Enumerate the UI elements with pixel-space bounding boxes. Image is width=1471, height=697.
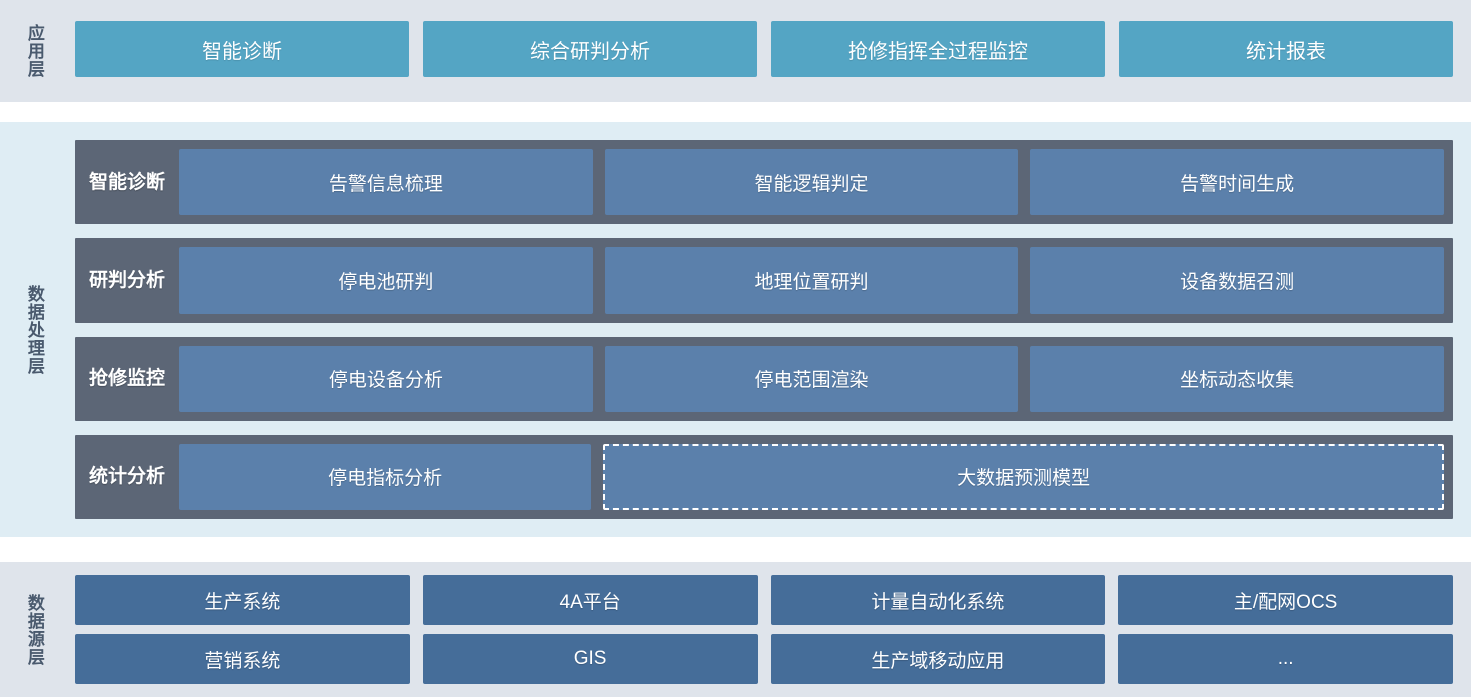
data-source-layer-section: 数据源层 生产系统 4A平台 计量自动化系统 主/配网OCS 营销系统 GIS …	[0, 562, 1471, 697]
processing-row-judgment-analysis: 研判分析 停电池研判 地理位置研判 设备数据召测	[75, 238, 1453, 323]
processing-row-cells: 停电池研判 地理位置研判 设备数据召测	[179, 247, 1445, 314]
source-cell-production-system[interactable]: 生产系统	[75, 575, 410, 625]
source-cell-4a-platform[interactable]: 4A平台	[422, 575, 758, 625]
source-cell-production-mobile-app[interactable]: 生产域移动应用	[770, 634, 1106, 684]
app-box-repair-command-monitoring[interactable]: 抢修指挥全过程监控	[771, 21, 1105, 77]
source-row-top: 生产系统 4A平台 计量自动化系统 主/配网OCS	[75, 575, 1453, 625]
processing-cell-device-data-polling[interactable]: 设备数据召测	[1030, 247, 1445, 314]
processing-cell-alarm-info-sorting[interactable]: 告警信息梳理	[179, 149, 593, 216]
source-cell-metering-automation-system[interactable]: 计量自动化系统	[770, 575, 1106, 625]
data-processing-layer-body: 智能诊断 告警信息梳理 智能逻辑判定 告警时间生成 研判分析 停电池研判 地理位…	[68, 122, 1471, 537]
processing-cell-alarm-time-generation[interactable]: 告警时间生成	[1030, 149, 1445, 216]
source-cell-gis[interactable]: GIS	[422, 634, 758, 684]
processing-row-label: 研判分析	[88, 269, 165, 291]
processing-row-label: 统计分析	[88, 466, 165, 488]
source-cell-marketing-system[interactable]: 营销系统	[75, 634, 410, 684]
processing-cell-geographic-location-judgment[interactable]: 地理位置研判	[604, 247, 1019, 314]
app-box-statistical-report[interactable]: 统计报表	[1119, 21, 1453, 77]
source-cell-main-distribution-ocs[interactable]: 主/配网OCS	[1118, 575, 1453, 625]
data-processing-layer-label: 数据处理层	[24, 284, 44, 375]
processing-cell-outage-pool-judgment[interactable]: 停电池研判	[179, 247, 593, 314]
processing-cell-bigdata-prediction-model[interactable]: 大数据预测模型	[603, 443, 1444, 510]
processing-cell-outage-index-analysis[interactable]: 停电指标分析	[179, 443, 592, 510]
processing-cell-outage-device-analysis[interactable]: 停电设备分析	[179, 345, 593, 412]
data-processing-layer-section: 数据处理层 智能诊断 告警信息梳理 智能逻辑判定 告警时间生成 研判分析 停电池…	[0, 122, 1471, 537]
application-layer-section: 应用层 智能诊断 综合研判分析 抢修指挥全过程监控 统计报表	[0, 0, 1471, 102]
processing-row-label: 智能诊断	[88, 171, 165, 193]
processing-cell-outage-range-rendering[interactable]: 停电范围渲染	[604, 345, 1019, 412]
application-layer-body: 智能诊断 综合研判分析 抢修指挥全过程监控 统计报表	[68, 0, 1471, 102]
processing-row-label: 抢修监控	[88, 368, 165, 390]
processing-row-cells: 停电设备分析 停电范围渲染 坐标动态收集	[179, 345, 1445, 412]
data-source-layer-label: 数据源层	[24, 593, 44, 666]
processing-cell-coordinate-dynamic-collection[interactable]: 坐标动态收集	[1030, 345, 1445, 412]
processing-row-repair-monitoring: 抢修监控 停电设备分析 停电范围渲染 坐标动态收集	[75, 336, 1453, 421]
processing-row-cells: 停电指标分析 大数据预测模型	[179, 443, 1444, 510]
source-cell-more[interactable]: ...	[1118, 634, 1453, 684]
processing-row-intelligent-diagnosis: 智能诊断 告警信息梳理 智能逻辑判定 告警时间生成	[75, 140, 1453, 225]
app-box-comprehensive-analysis[interactable]: 综合研判分析	[423, 21, 757, 77]
processing-row-cells: 告警信息梳理 智能逻辑判定 告警时间生成	[179, 149, 1445, 216]
processing-row-statistical-analysis: 统计分析 停电指标分析 大数据预测模型	[75, 434, 1453, 519]
app-box-intelligent-diagnosis[interactable]: 智能诊断	[75, 21, 409, 77]
source-row-bottom: 营销系统 GIS 生产域移动应用 ...	[75, 634, 1453, 684]
processing-cell-intelligent-logic-decision[interactable]: 智能逻辑判定	[604, 149, 1019, 216]
data-source-layer-body: 生产系统 4A平台 计量自动化系统 主/配网OCS 营销系统 GIS 生产域移动…	[68, 562, 1471, 697]
application-layer-label: 应用层	[24, 24, 44, 78]
